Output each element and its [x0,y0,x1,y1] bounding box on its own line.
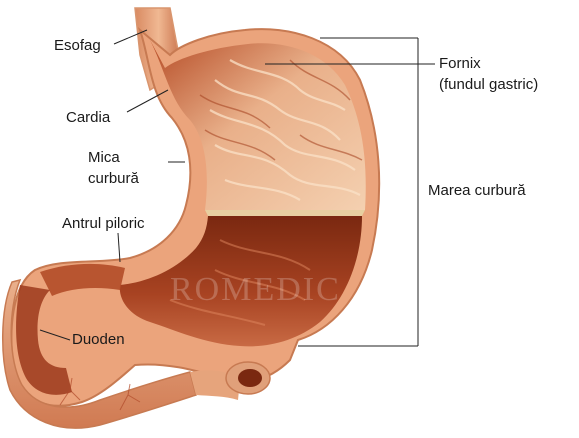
label-mica-line2: curbură [88,168,139,189]
label-cardia: Cardia [66,108,110,128]
label-marea-curbura: Marea curbură [428,181,526,201]
label-esofag: Esofag [54,36,101,56]
label-fornix-line2: (fundul gastric) [439,74,538,95]
label-mica-curbura: Mica curbură [88,147,139,189]
label-duoden: Duoden [72,330,125,350]
cut-plane [205,210,365,216]
label-antrul-piloric: Antrul piloric [62,214,145,234]
watermark: ROMEDIC [170,271,341,308]
label-mica-line1: Mica [88,147,139,168]
label-fornix-line1: Fornix [439,53,538,74]
label-fornix: Fornix (fundul gastric) [439,53,538,95]
